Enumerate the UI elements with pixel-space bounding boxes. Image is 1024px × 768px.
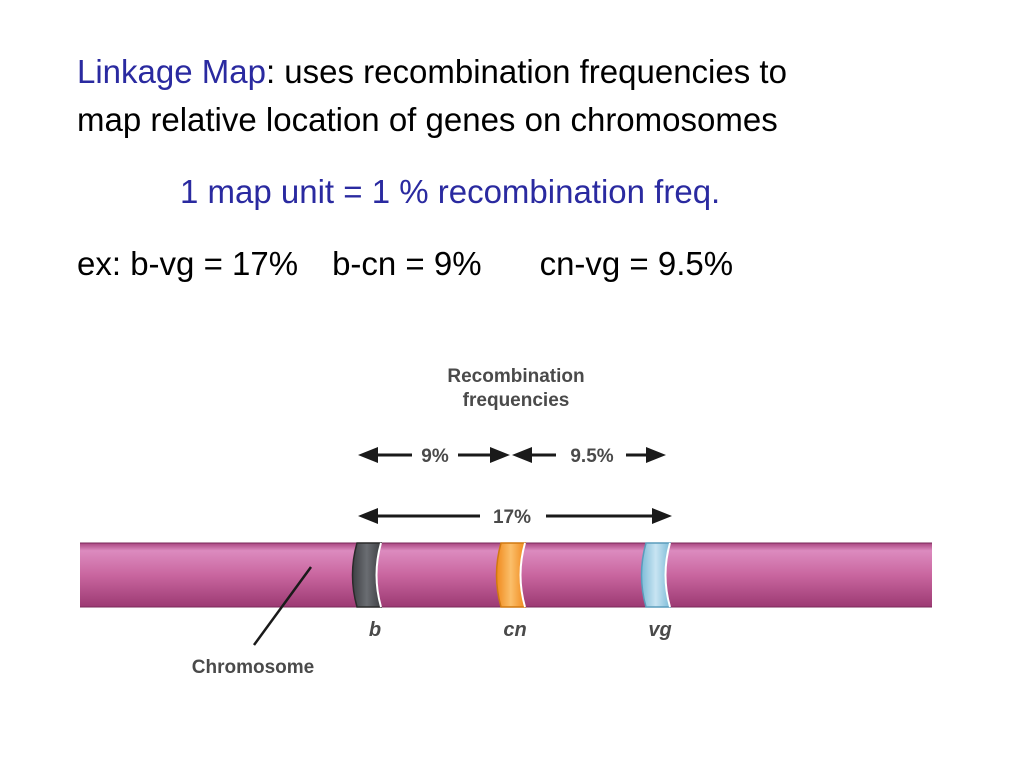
- examples-line: ex: b-vg = 17% b-cn = 9% cn-vg = 9.5%: [77, 244, 733, 284]
- example-cn-vg: cn-vg = 9.5%: [539, 245, 734, 282]
- label-9-5-percent: 9.5%: [570, 446, 613, 467]
- arrow-b-vg: 17%: [358, 507, 672, 528]
- label-9-percent: 9%: [421, 446, 449, 467]
- arrow-b-cn: 9%: [358, 446, 510, 467]
- definition-text: : uses recombination frequencies to: [265, 53, 787, 90]
- map-unit-statement: 1 map unit = 1 % recombination freq.: [180, 173, 721, 210]
- gene-label-vg: vg: [648, 619, 671, 641]
- chromosome-label: Chromosome: [192, 657, 314, 678]
- diagram-title-line-2: frequencies: [463, 390, 570, 411]
- label-17-percent: 17%: [493, 507, 531, 528]
- examples-prefix: ex:: [77, 245, 131, 282]
- example-b-cn: b-cn = 9%: [332, 245, 482, 282]
- chromosome-pointer-line: [252, 566, 313, 646]
- gene-band-b: [351, 542, 382, 608]
- gene-band-cn: [495, 542, 526, 608]
- arrow-cn-vg: 9.5%: [512, 446, 666, 467]
- diagram-title-line-1: Recombination: [447, 366, 584, 387]
- gene-band-vg: [640, 542, 671, 608]
- gene-label-cn: cn: [503, 619, 526, 641]
- linkage-map-term: Linkage Map: [77, 53, 266, 90]
- gene-label-b: b: [369, 619, 381, 641]
- definition-line-2: map relative location of genes on chromo…: [77, 101, 778, 138]
- definition-line-1: Linkage Map: uses recombination frequenc…: [77, 52, 787, 92]
- example-b-vg: b-vg = 17%: [130, 245, 299, 282]
